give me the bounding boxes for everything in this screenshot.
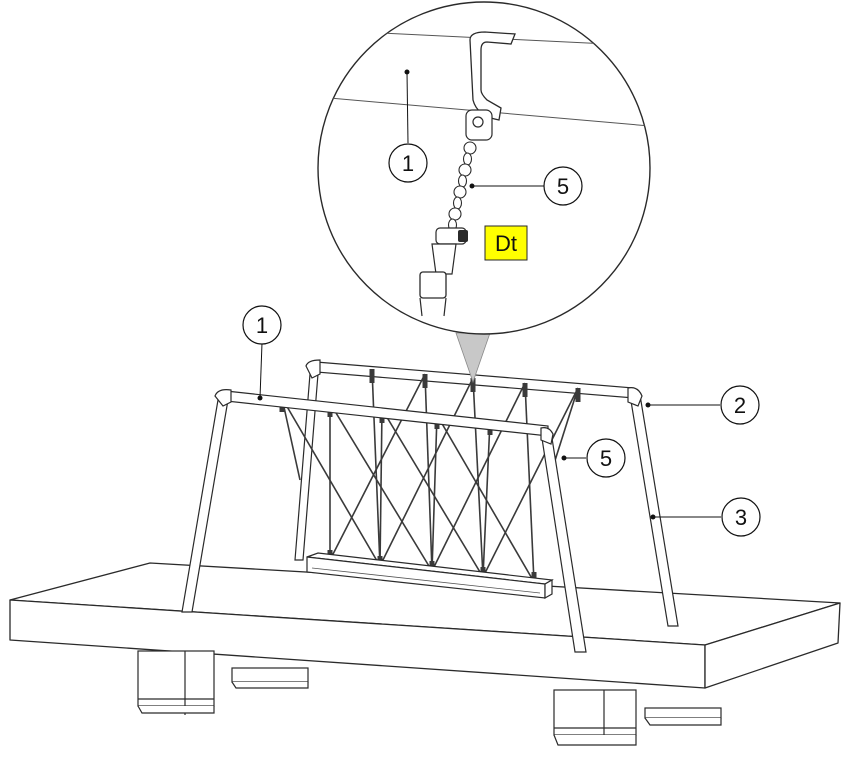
strap — [431, 414, 438, 572]
strap-clamp — [369, 369, 375, 383]
callout-1-circle — [242, 305, 282, 345]
slab-supports — [137, 650, 722, 746]
callout-3: 3 — [735, 505, 747, 530]
detail-callout-5-circle — [543, 166, 583, 206]
detail-callout-1: 1 — [402, 151, 414, 176]
chain-link — [463, 141, 477, 155]
net-straps — [281, 368, 579, 583]
strap — [431, 382, 526, 572]
strap — [281, 397, 381, 567]
detail-callout-1-circle — [388, 143, 428, 183]
strap — [436, 414, 535, 583]
strap-clamp — [422, 374, 428, 388]
strap — [424, 373, 433, 572]
detail-contents — [318, 29, 650, 317]
strap — [379, 377, 474, 567]
callout-1: 1 — [256, 313, 268, 338]
strap — [524, 382, 535, 583]
bottom-bar — [306, 552, 554, 600]
chain-link — [453, 185, 467, 199]
strap — [371, 368, 381, 567]
detail-callout-5: 5 — [557, 174, 569, 199]
detail-tag-label: Dt — [495, 231, 517, 256]
strap — [381, 408, 484, 578]
callout-5-circle — [586, 438, 626, 478]
chain-link — [458, 163, 472, 177]
strap-clamps — [279, 369, 581, 582]
strap — [551, 387, 579, 471]
strap — [281, 397, 301, 481]
callout-2: 2 — [734, 393, 746, 418]
chain-link — [457, 174, 468, 188]
chain-link — [452, 196, 463, 210]
front-top-beam — [225, 390, 549, 437]
strap-clamp — [531, 572, 537, 582]
base-slab — [9, 562, 841, 689]
callout-2-circle — [720, 385, 760, 425]
chain-link — [462, 152, 473, 166]
detail-circle — [317, 1, 651, 335]
strap-clamp — [470, 378, 476, 392]
callout-5: 5 — [600, 446, 612, 471]
front-frame — [181, 389, 587, 653]
callout-3-circle — [721, 497, 761, 537]
strap-clamp — [575, 388, 581, 402]
detail-tag-box — [484, 225, 528, 261]
strap-clamp — [522, 383, 528, 397]
chain-link — [448, 207, 462, 221]
strap — [329, 373, 426, 561]
strap — [482, 387, 579, 578]
strap — [482, 420, 491, 578]
strap — [379, 408, 383, 567]
